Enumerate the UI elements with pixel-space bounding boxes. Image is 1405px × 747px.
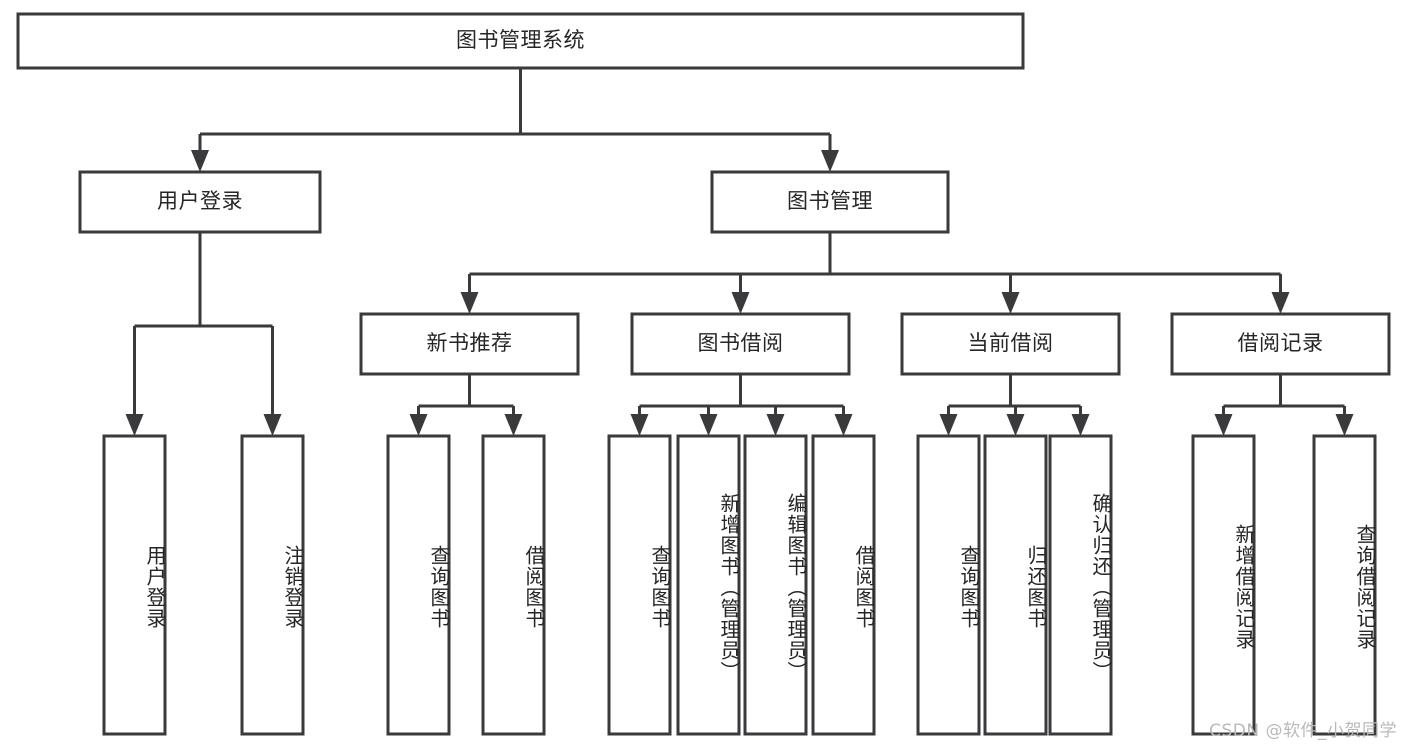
node-box-leaf-query-book-current[interactable] bbox=[916, 434, 981, 736]
arrow-book-manage-child-1 bbox=[731, 292, 750, 314]
node-box-current-borrow[interactable] bbox=[900, 312, 1121, 376]
node-box-leaf-add-record[interactable] bbox=[1191, 434, 1256, 736]
arrow-new-book-rec-leaf-1 bbox=[504, 414, 523, 436]
arrow-current-borrow-leaf-2 bbox=[1071, 414, 1090, 436]
node-box-root[interactable] bbox=[16, 12, 1025, 70]
arrow-current-borrow-leaf-1 bbox=[1006, 414, 1025, 436]
arrow-book-borrow-leaf-3 bbox=[834, 414, 853, 436]
node-box-leaf-return-book[interactable] bbox=[983, 434, 1048, 736]
node-box-leaf-query-book-rec[interactable] bbox=[386, 434, 451, 736]
arrow-book-borrow-leaf-2 bbox=[766, 414, 785, 436]
arrow-root-to-user-login bbox=[191, 150, 209, 172]
node-box-new-book-rec[interactable] bbox=[359, 312, 580, 376]
arrow-book-borrow-leaf-0 bbox=[630, 414, 649, 436]
connectors-layer bbox=[125, 68, 1354, 436]
arrow-book-manage-child-3 bbox=[1271, 292, 1290, 314]
node-box-book-manage[interactable] bbox=[710, 170, 950, 234]
arrow-user-login-leaf-0 bbox=[125, 414, 144, 436]
node-box-leaf-edit-book-admin[interactable] bbox=[743, 434, 808, 736]
arrow-book-manage-child-0 bbox=[460, 292, 479, 314]
node-box-leaf-borrow-book-rec[interactable] bbox=[481, 434, 546, 736]
node-box-leaf-logout[interactable] bbox=[240, 434, 305, 736]
node-box-leaf-confirm-return[interactable] bbox=[1048, 434, 1113, 736]
node-box-leaf-query-record[interactable] bbox=[1312, 434, 1377, 736]
node-box-leaf-query-book-borrow[interactable] bbox=[607, 434, 672, 736]
node-box-leaf-add-book-admin[interactable] bbox=[676, 434, 741, 736]
boxes-layer bbox=[16, 12, 1391, 736]
arrow-new-book-rec-leaf-0 bbox=[409, 414, 428, 436]
node-box-borrow-record[interactable] bbox=[1170, 312, 1391, 376]
arrow-borrow-record-leaf-1 bbox=[1335, 414, 1354, 436]
arrow-root-to-book-manage bbox=[821, 150, 839, 172]
node-box-user-login[interactable] bbox=[78, 170, 322, 234]
node-box-book-borrow[interactable] bbox=[630, 312, 851, 376]
arrow-current-borrow-leaf-0 bbox=[939, 414, 958, 436]
watermark-text: CSDN @软件_小贺同学 bbox=[1209, 721, 1397, 741]
arrow-borrow-record-leaf-0 bbox=[1214, 414, 1233, 436]
arrow-book-manage-child-2 bbox=[1001, 292, 1020, 314]
arrow-user-login-leaf-1 bbox=[263, 414, 282, 436]
node-box-leaf-borrow-book[interactable] bbox=[811, 434, 876, 736]
arrow-book-borrow-leaf-1 bbox=[699, 414, 718, 436]
node-box-leaf-user-login[interactable] bbox=[102, 434, 167, 736]
